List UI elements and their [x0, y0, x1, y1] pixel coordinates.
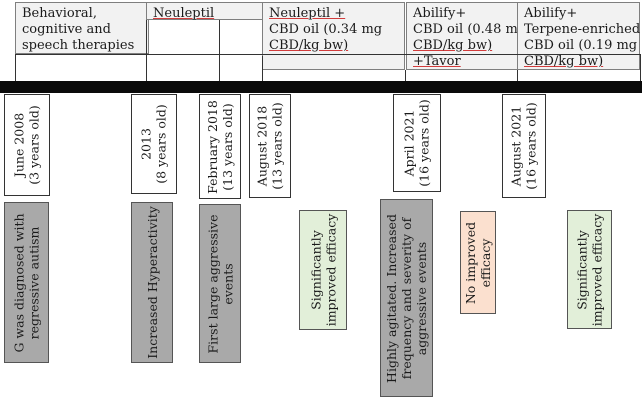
- event-text: Highly agitated. Increased: [384, 213, 400, 383]
- event-box-no-efficacy: No improved efficacy: [460, 211, 496, 314]
- event-box-efficacy-1: Significantly improved efficacy: [299, 210, 347, 330]
- connector-line: [262, 54, 640, 55]
- treatment-text: Abilify+: [413, 6, 467, 21]
- event-text: aggressive events: [414, 241, 430, 355]
- event-text: improved efficacy: [323, 213, 338, 327]
- treatment-box-neuleptil-cbd: Neuleptil + CBD oil (0.34 mg CBD/kg bw): [262, 2, 405, 70]
- event-text: frequency and severity of: [399, 217, 415, 379]
- timeline-bar: [0, 81, 642, 93]
- treatment-text: cognitive and: [22, 22, 111, 37]
- treatment-box-abilify-terpene: Abilify+ Terpene-enriched CBD oil (0.19 …: [517, 2, 640, 70]
- event-text: regressive autism: [26, 226, 42, 339]
- date-label: August 2021: [509, 105, 524, 187]
- date-label: 2013: [139, 128, 155, 160]
- treatment-text: CBD/kg bw): [269, 38, 349, 53]
- event-text: Increased Hyperactivity: [144, 206, 160, 359]
- date-box-august-2021: August 2021 (16 years old): [502, 94, 546, 198]
- date-box-february-2018: February 2018 (13 years old): [199, 94, 241, 199]
- event-box-efficacy-2: Significantly improved efficacy: [567, 210, 612, 329]
- treatment-text: CBD oil (0.34 mg: [269, 22, 383, 37]
- date-label: August 2018: [255, 105, 270, 187]
- date-box-april-2021: April 2021 (16 years old): [393, 94, 441, 192]
- treatment-text: speech therapies: [22, 38, 135, 53]
- event-box-aggressive-events: First large aggressive events: [199, 204, 241, 363]
- event-text: G was diagnosed with: [11, 212, 27, 353]
- age-label: (8 years old): [154, 104, 170, 184]
- age-label: (16 years old): [417, 99, 432, 187]
- date-box-2013: 2013 (8 years old): [131, 94, 177, 194]
- treatment-box-neuleptil: Neuleptil: [146, 2, 264, 21]
- connector-line: [640, 54, 641, 81]
- treatment-box-abilify-cbd-tavor: Abilify+ CBD oil (0.48 mg CBD/kg bw) +Ta…: [406, 2, 527, 70]
- event-text: efficacy: [478, 238, 494, 287]
- treatment-text: Behavioral,: [22, 6, 97, 21]
- event-text: improved efficacy: [589, 213, 605, 326]
- connector-line: [15, 54, 16, 81]
- treatment-text: Neuleptil: [153, 6, 215, 21]
- age-label: (13 years old): [220, 102, 236, 191]
- connector-line: [146, 20, 147, 81]
- connector-line: [219, 20, 220, 81]
- connector-line: [517, 70, 518, 81]
- event-box-agitated: Highly agitated. Increased frequency and…: [380, 199, 433, 397]
- event-text: events: [220, 262, 236, 305]
- date-box-june-2008: June 2008 (3 years old): [4, 94, 50, 196]
- event-text: No improved: [463, 221, 479, 304]
- event-box-hyperactivity: Increased Hyperactivity: [131, 202, 173, 363]
- event-text: Significantly: [574, 229, 590, 310]
- age-label: (3 years old): [27, 105, 43, 185]
- date-label: February 2018: [205, 99, 221, 194]
- treatment-text: Abilify+: [524, 6, 578, 21]
- date-label: June 2008: [12, 112, 28, 178]
- treatment-text: CBD/kg bw): [413, 38, 493, 53]
- event-text: Significantly: [308, 230, 323, 310]
- treatment-text: CBD oil (0.19 mg: [524, 38, 638, 53]
- age-label: (16 years old): [524, 102, 539, 190]
- connector-line: [15, 54, 263, 55]
- treatment-box-therapies: Behavioral, cognitive and speech therapi…: [15, 2, 149, 54]
- event-box-diagnosis: G was diagnosed with regressive autism: [4, 202, 49, 363]
- connector-line: [262, 56, 263, 81]
- treatment-text: Neuleptil +: [269, 6, 346, 21]
- date-label: April 2021: [402, 109, 417, 177]
- treatment-text: CBD oil (0.48 mg: [413, 22, 527, 37]
- age-label: (13 years old): [270, 102, 285, 190]
- date-box-august-2018: August 2018 (13 years old): [249, 94, 291, 198]
- treatment-text: CBD/kg bw): [524, 54, 604, 69]
- connector-line: [405, 70, 406, 81]
- event-text: First large aggressive: [205, 214, 221, 353]
- treatment-text: Terpene-enriched: [524, 22, 641, 37]
- treatment-text: +Tavor: [413, 54, 461, 69]
